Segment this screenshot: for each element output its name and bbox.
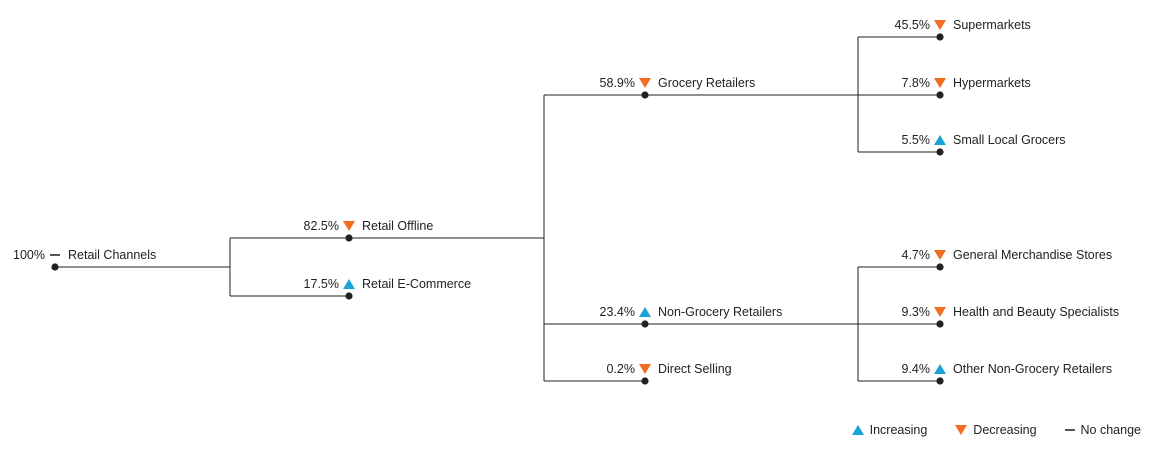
node-dot-hypermarkets <box>936 91 944 99</box>
node-label-direct-selling: Direct Selling <box>658 362 732 376</box>
node-share-retail-channels: 100% <box>13 248 45 262</box>
node-share-retail-e-commerce: 17.5% <box>304 277 339 291</box>
decreasing-icon <box>934 307 946 317</box>
node-dot-retail-channels <box>51 263 59 271</box>
node-label-general-merchandise-stores: General Merchandise Stores <box>953 248 1112 262</box>
node-label-non-grocery-retailers: Non-Grocery Retailers <box>658 305 782 319</box>
node-label-retail-offline: Retail Offline <box>362 219 433 233</box>
node-dot-other-non-grocery-retailers <box>936 377 944 385</box>
decreasing-icon <box>639 78 651 88</box>
node-share-direct-selling: 0.2% <box>607 362 636 376</box>
decreasing-icon <box>639 364 651 374</box>
node-dot-health-and-beauty-specialists <box>936 320 944 328</box>
node-share-grocery-retailers: 58.9% <box>600 76 635 90</box>
legend-no-change-label: No change <box>1080 423 1141 437</box>
node-label-other-non-grocery-retailers: Other Non-Grocery Retailers <box>953 362 1112 376</box>
no-change-icon <box>50 254 60 256</box>
decreasing-icon <box>343 221 355 231</box>
node-share-non-grocery-retailers: 23.4% <box>600 305 635 319</box>
legend-decreasing-label: Decreasing <box>973 423 1037 437</box>
increasing-icon <box>934 364 946 374</box>
node-label-small-local-grocers: Small Local Grocers <box>953 133 1066 147</box>
increasing-icon <box>851 425 864 435</box>
decreasing-icon <box>934 78 946 88</box>
increasing-icon <box>934 135 946 145</box>
legend-decreasing: Decreasing <box>955 423 1037 437</box>
node-share-hypermarkets: 7.8% <box>902 76 931 90</box>
node-share-other-non-grocery-retailers: 9.4% <box>902 362 931 376</box>
node-dot-retail-e-commerce <box>345 292 353 300</box>
node-share-small-local-grocers: 5.5% <box>902 133 931 147</box>
decreasing-icon <box>934 250 946 260</box>
decreasing-icon <box>934 20 946 30</box>
node-label-supermarkets: Supermarkets <box>953 18 1031 32</box>
node-share-health-and-beauty-specialists: 9.3% <box>902 305 931 319</box>
node-label-health-and-beauty-specialists: Health and Beauty Specialists <box>953 305 1119 319</box>
no-change-icon <box>1064 429 1075 431</box>
node-label-hypermarkets: Hypermarkets <box>953 76 1031 90</box>
node-dot-supermarkets <box>936 33 944 41</box>
node-dot-general-merchandise-stores <box>936 263 944 271</box>
decreasing-icon <box>955 425 968 435</box>
node-share-supermarkets: 45.5% <box>895 18 930 32</box>
node-label-retail-channels: Retail Channels <box>68 248 156 262</box>
node-dot-non-grocery-retailers <box>641 320 649 328</box>
node-label-retail-e-commerce: Retail E-Commerce <box>362 277 471 291</box>
node-share-retail-offline: 82.5% <box>304 219 339 233</box>
legend: Increasing Decreasing No change <box>851 423 1141 437</box>
increasing-icon <box>639 307 651 317</box>
legend-increasing: Increasing <box>851 423 928 437</box>
legend-no-change: No change <box>1064 423 1141 437</box>
node-dot-retail-offline <box>345 234 353 242</box>
node-share-general-merchandise-stores: 4.7% <box>902 248 931 262</box>
increasing-icon <box>343 279 355 289</box>
node-dot-direct-selling <box>641 377 649 385</box>
node-dot-small-local-grocers <box>936 148 944 156</box>
node-dot-grocery-retailers <box>641 91 649 99</box>
node-label-grocery-retailers: Grocery Retailers <box>658 76 755 90</box>
legend-increasing-label: Increasing <box>869 423 928 437</box>
